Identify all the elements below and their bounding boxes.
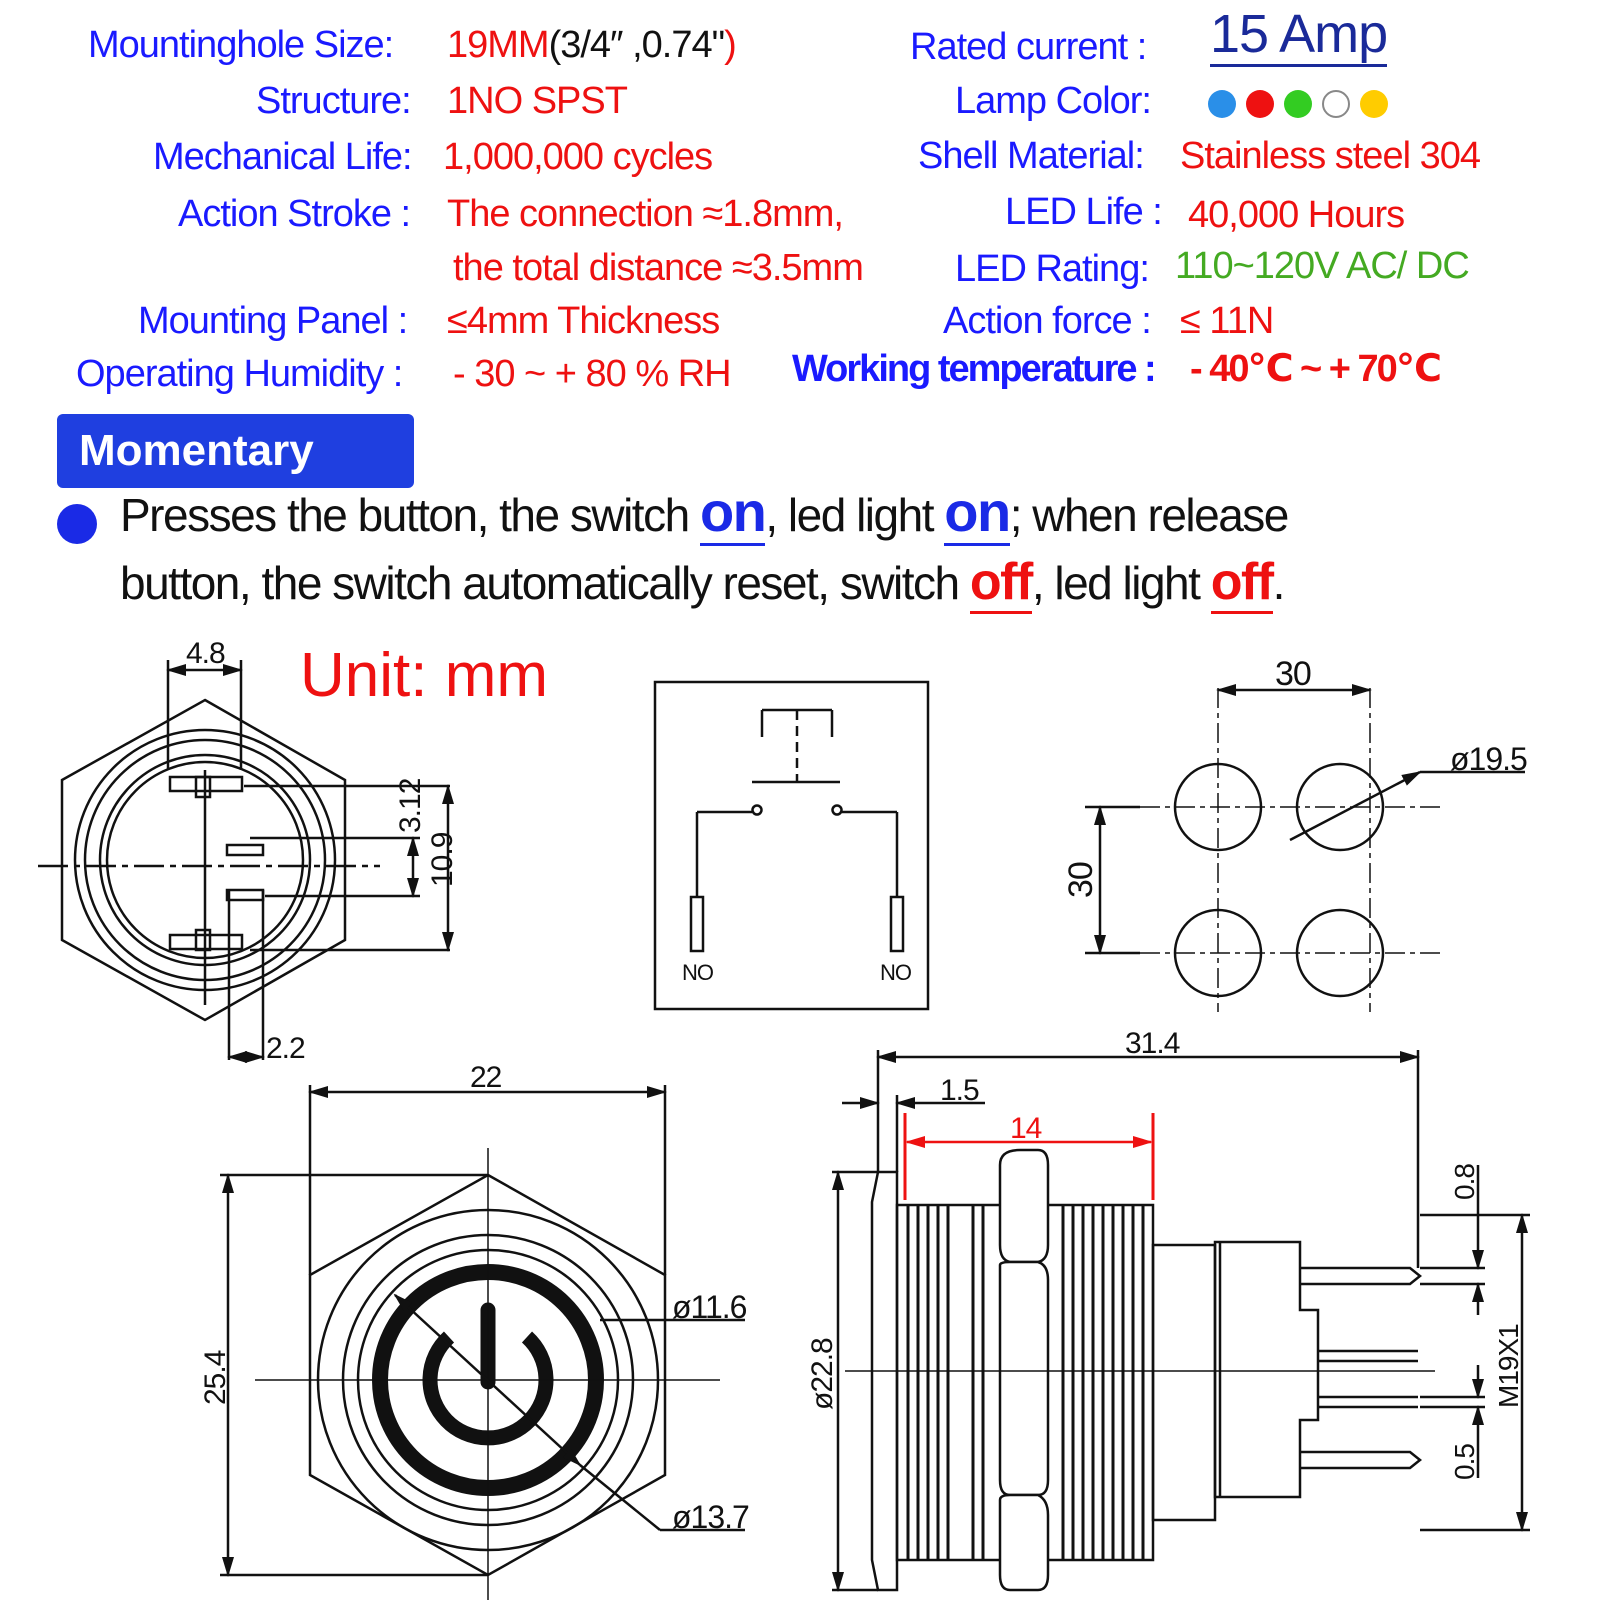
rear-view-drawing — [38, 660, 454, 1063]
lamp-color-red — [1246, 90, 1274, 118]
spec-value-led-rating: 110~120V AC/ DC — [1175, 245, 1470, 287]
spec-value-action-force: ≤ 11N — [1180, 300, 1274, 342]
description-line-1: Presses the button, the switch on, led l… — [120, 480, 1290, 546]
desc-text-2a: button, the switch automatically reset, … — [120, 557, 970, 609]
desc-text-1b: , led light — [765, 489, 945, 541]
hole-pattern-drawing — [1085, 684, 1525, 1012]
dim-rear-pin-width: 2.2 — [266, 1032, 305, 1065]
lamp-color-swatches — [1208, 90, 1388, 118]
dim-rear-pin-gap: 3.12 — [394, 778, 427, 833]
spec-value-rated-current: 15 Amp — [1210, 4, 1388, 67]
desc-text-2b: , led light — [1031, 557, 1211, 609]
dim-side-pin-top: 0.8 — [1449, 1164, 1480, 1200]
dim-front-outer-diameter: ø13.7 — [672, 1499, 749, 1535]
desc-text-1a: Presses the button, the switch — [120, 489, 700, 541]
desc-on-switch: on — [699, 480, 767, 546]
spec-label-mechanical-life: Mechanical Life: — [153, 136, 413, 178]
side-view-drawing — [832, 1050, 1530, 1592]
spec-value-action-stroke: The connection ≈1.8mm, — [447, 193, 844, 235]
desc-off-switch: off — [969, 553, 1033, 614]
dim-side-pin-bottom: 0.5 — [1449, 1444, 1480, 1480]
spec-label-mountinghole: Mountinghole Size: — [88, 24, 394, 66]
dim-hole-pitch-y: 30 — [1062, 862, 1100, 898]
spec-label-action-force: Action force : — [943, 300, 1152, 342]
lamp-color-white — [1322, 90, 1350, 118]
spec-label-humidity: Operating Humidity : — [76, 353, 403, 395]
dim-side-thread: M19X1 — [1493, 1324, 1524, 1408]
spec-value-working-temperature: - 40℃ ~ + 70℃ — [1190, 348, 1442, 390]
spec-value-structure: 1NO SPST — [447, 80, 628, 122]
dim-side-length: 31.4 — [1125, 1027, 1180, 1060]
desc-on-led: on — [944, 480, 1011, 546]
dim-side-thread-length: 14 — [1010, 1112, 1042, 1145]
dim-side-head-diameter: ø22.8 — [806, 1338, 839, 1410]
spec-value-paren: ) — [724, 24, 737, 66]
mode-badge: Momentary — [57, 414, 414, 488]
desc-text-2c: . — [1272, 557, 1286, 609]
description-line-2: button, the switch automatically reset, … — [120, 552, 1286, 614]
lamp-color-green — [1284, 90, 1312, 118]
unit-label: Unit: mm — [300, 641, 548, 710]
dim-front-inner-diameter: ø11.6 — [672, 1289, 747, 1325]
circuit-label-no-right: NO — [880, 960, 912, 985]
spec-label-action-stroke: Action Stroke : — [178, 193, 411, 235]
spec-value-action-stroke-2: the total distance ≈3.5mm — [453, 247, 864, 289]
spec-label-rated-current: Rated current : — [910, 26, 1147, 68]
dim-rear-height: 10.9 — [426, 832, 459, 887]
spec-label-mounting-panel: Mounting Panel : — [138, 300, 408, 342]
spec-label-working-temperature: Working temperature : — [792, 348, 1157, 390]
spec-value-led-life: 40,000 Hours — [1188, 194, 1405, 236]
dim-side-flange: 1.5 — [940, 1074, 979, 1107]
desc-off-led: off — [1210, 553, 1274, 614]
circuit-diagram — [653, 680, 930, 1011]
spec-value-shell-material: Stainless steel 304 — [1180, 135, 1481, 177]
spec-value-mechanical-life: 1,000,000 cycles — [443, 136, 713, 178]
dim-front-height: 25.4 — [199, 1350, 232, 1405]
spec-value-humidity: - 30 ~ + 80 % RH — [453, 353, 732, 395]
dim-hole-pitch-x: 30 — [1275, 655, 1311, 693]
lamp-color-yellow — [1360, 90, 1388, 118]
circuit-label-no-left: NO — [682, 960, 714, 985]
front-view-drawing — [220, 1085, 745, 1600]
spec-value-mounting-panel: ≤4mm Thickness — [447, 300, 720, 342]
spec-value-inch: (3/4″ ,0.74" — [548, 24, 725, 66]
dim-hole-diameter: ø19.5 — [1450, 741, 1527, 777]
spec-label-lamp-color: Lamp Color: — [955, 80, 1152, 122]
spec-label-led-rating: LED Rating: — [955, 248, 1150, 290]
dim-front-width: 22 — [470, 1061, 502, 1094]
spec-value-mountinghole: 19MM(3/4″ ,0.74") — [447, 22, 737, 68]
desc-text-1c: ; when release — [1009, 489, 1290, 541]
spec-label-shell-material: Shell Material: — [918, 135, 1145, 177]
spec-label-structure: Structure: — [256, 80, 412, 122]
lamp-color-blue — [1208, 90, 1236, 118]
spec-value-mm: 19MM — [447, 24, 550, 66]
spec-label-led-life: LED Life : — [1005, 191, 1163, 233]
dim-rear-width: 4.8 — [186, 637, 225, 670]
bullet-dot — [57, 504, 97, 544]
